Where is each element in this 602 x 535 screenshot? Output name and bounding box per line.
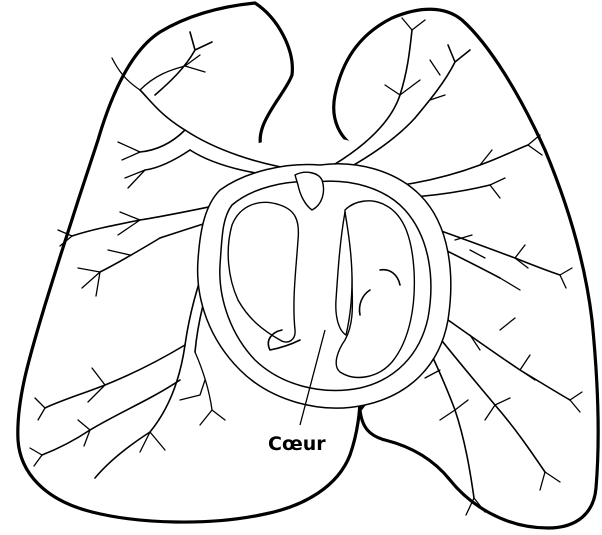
heart-label: Cœur [268, 433, 326, 455]
